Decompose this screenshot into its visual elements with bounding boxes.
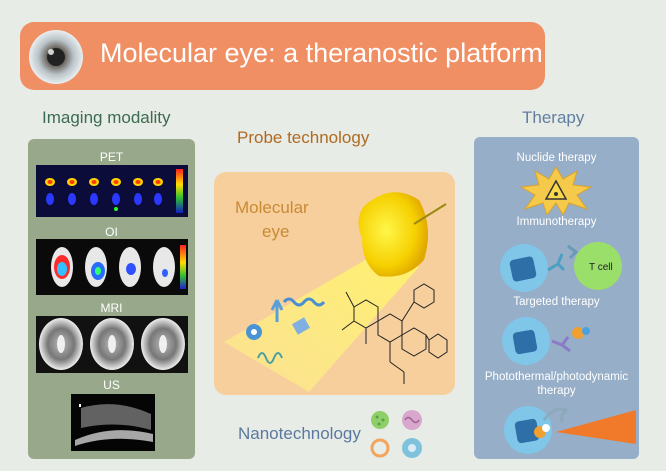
section-therapy-label: Therapy bbox=[522, 108, 585, 127]
therapy-nuclide-label: Nuclide therapy bbox=[516, 152, 597, 164]
therapy-photo-label-line1: Photothermal/photodynamic bbox=[484, 371, 629, 383]
probe-center-line1: Molecular bbox=[235, 198, 309, 217]
t-cell-label: T cell bbox=[589, 262, 613, 273]
nanoparticles-icon bbox=[370, 410, 422, 458]
mri-image bbox=[36, 316, 188, 373]
immunotherapy-illustration: T cell bbox=[500, 242, 622, 292]
therapy-targeted-label: Targeted therapy bbox=[513, 296, 600, 308]
title-banner bbox=[20, 22, 545, 90]
pet-label: PET bbox=[99, 150, 124, 164]
radiation-burst-icon bbox=[519, 166, 593, 215]
probe-illustration bbox=[224, 192, 448, 392]
pet-image bbox=[36, 165, 188, 217]
section-probe-label: Probe technology bbox=[237, 128, 370, 147]
targeted-therapy-illustration bbox=[502, 317, 590, 365]
us-image bbox=[71, 394, 155, 451]
eye-logo-icon bbox=[29, 30, 83, 84]
oi-image bbox=[36, 239, 188, 295]
mri-label: MRI bbox=[100, 301, 123, 315]
probe-center-line2: eye bbox=[262, 222, 290, 241]
therapy-photo-label-line2: therapy bbox=[537, 385, 576, 397]
photothermal-illustration bbox=[504, 406, 636, 454]
page-title: Molecular eye: a theranostic platform bbox=[100, 38, 543, 68]
us-label: US bbox=[103, 378, 120, 392]
oi-label: OI bbox=[105, 225, 118, 239]
therapy-immuno-label: Immunotherapy bbox=[516, 216, 597, 228]
section-imaging-label: Imaging modality bbox=[42, 108, 171, 127]
section-nano-label: Nanotechnology bbox=[238, 424, 361, 443]
